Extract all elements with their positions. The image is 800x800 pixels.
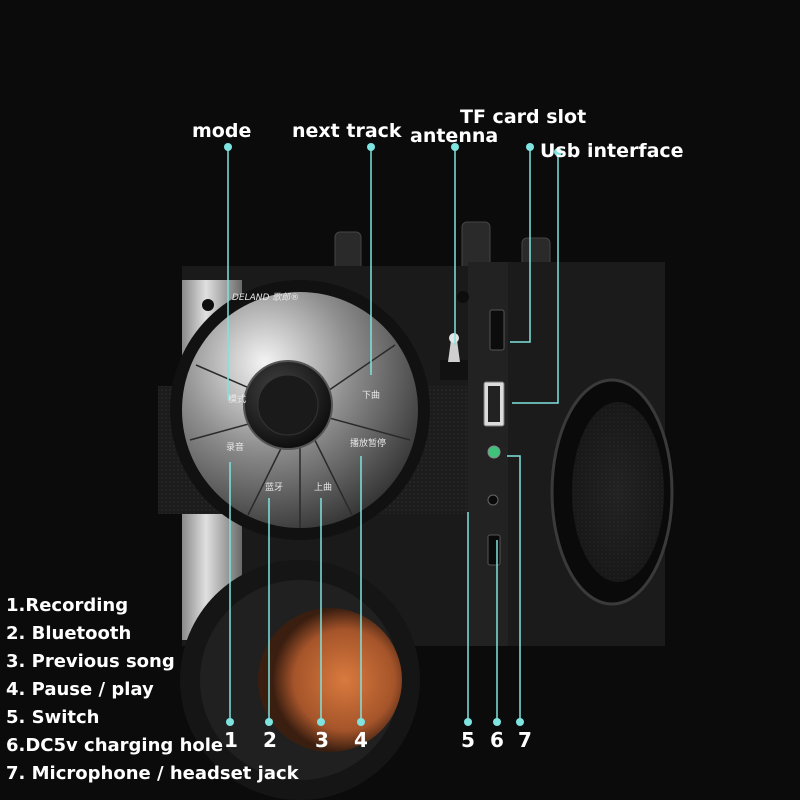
antenna [440, 333, 468, 380]
legend-item-4: 4. Pause / play [6, 679, 154, 700]
carry-handles [334, 221, 551, 273]
callout-next-track: next track [292, 120, 402, 142]
callout-number-3: 3 [315, 728, 329, 752]
dial-label-play-pause: 播放暂停 [350, 437, 386, 449]
callout-number-5: 5 [461, 728, 475, 752]
callout-number-1: 1 [224, 728, 238, 752]
control-dial: 模式 录音 蓝牙 上曲 播放暂停 下曲 DELAND 歌郎® [170, 280, 430, 540]
callout-number-2: 2 [263, 728, 277, 752]
callout-usb-interface: Usb interface [540, 140, 684, 162]
legend-item-1: 1.Recording [6, 595, 129, 616]
callout-lines [227, 147, 559, 722]
dial-label-prev: 上曲 [314, 482, 332, 493]
legend-item-5: 5. Switch [6, 707, 100, 728]
callout-number-4: 4 [354, 728, 368, 752]
legend-item-2: 2. Bluetooth [6, 623, 132, 644]
callout-mode: mode [192, 120, 252, 142]
callout-number-6: 6 [490, 728, 504, 752]
side-speaker [550, 378, 674, 606]
callout-antenna: antenna [410, 125, 499, 147]
legend-item-7: 7. Microphone / headset jack [6, 763, 299, 784]
side-port-panel [483, 309, 505, 566]
legend-item-6: 6.DC5v charging hole [6, 735, 224, 756]
woofer-speaker [180, 560, 420, 800]
callout-number-7: 7 [518, 728, 532, 752]
dial-label-mode: 模式 [228, 393, 246, 405]
dial-label-next: 下曲 [362, 390, 380, 401]
callout-dots [224, 143, 562, 726]
callout-tf-card-slot: TF card slot [460, 106, 587, 128]
dial-label-bluetooth: 蓝牙 [265, 481, 283, 493]
brand-logo: DELAND 歌郎® [232, 292, 299, 303]
legend-item-3: 3. Previous song [6, 651, 175, 672]
dial-label-record: 录音 [226, 441, 244, 453]
